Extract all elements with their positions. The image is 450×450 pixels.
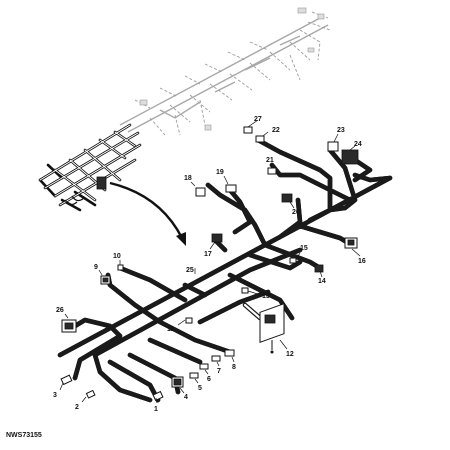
callout-6: 6	[207, 376, 211, 383]
callout-20: 20	[292, 209, 300, 216]
callout-24: 24	[354, 141, 362, 148]
connector-23	[327, 141, 339, 152]
connector-11	[185, 317, 193, 324]
connector-18	[195, 187, 206, 197]
callout-5: 5	[198, 385, 202, 392]
callout-9: 9	[94, 264, 98, 271]
connector-24	[341, 149, 359, 165]
callout-16: 16	[358, 258, 366, 265]
connector-10	[117, 264, 124, 271]
connector-7	[211, 355, 221, 362]
connectors	[60, 126, 359, 402]
callout-13: 13	[262, 293, 270, 300]
callout-7: 7	[217, 368, 221, 375]
callout-22: 22	[272, 127, 280, 134]
connector-5	[189, 372, 199, 379]
connector-22	[255, 135, 265, 143]
callout-12: 12	[286, 351, 294, 358]
harness-thumbnail	[38, 123, 142, 212]
connector-14	[314, 264, 324, 273]
callout-14: 14	[318, 278, 326, 285]
callout-4: 4	[184, 394, 188, 401]
callout-10: 10	[113, 253, 121, 260]
callout-18: 18	[184, 175, 192, 182]
connector-27	[243, 126, 253, 134]
callout-19: 19	[216, 169, 224, 176]
connector-2	[85, 389, 96, 399]
callout-11: 11	[167, 326, 175, 333]
connector-17	[211, 233, 223, 243]
connector-21	[267, 167, 277, 175]
callout-17: 17	[204, 251, 212, 258]
ghost-harness-outline	[119, 7, 331, 136]
callout-26: 26	[56, 307, 64, 314]
connector-3	[60, 374, 73, 386]
callout-3: 3	[53, 392, 57, 399]
connector-19	[225, 184, 237, 193]
zoom-arrow	[109, 181, 186, 246]
callout-15: 15	[300, 245, 308, 252]
connector-1	[152, 390, 164, 402]
callout-25: 25	[186, 267, 194, 274]
main-harness	[57, 137, 393, 403]
callout-8: 8	[232, 364, 236, 371]
callout-23: 23	[337, 127, 345, 134]
callout-21: 21	[266, 157, 274, 164]
leader-lines	[59, 119, 361, 404]
connector-8	[224, 349, 235, 357]
callout-27: 27	[254, 116, 262, 123]
callout-labels: 1 2 3 4 5 6 7 8 9 10 11 12 13 14 15 16 1…	[53, 116, 366, 413]
connector-12	[259, 302, 285, 354]
connector-15	[289, 257, 297, 264]
callout-2: 2	[75, 404, 79, 411]
connector-13	[241, 287, 249, 294]
connector-6	[199, 363, 209, 370]
callout-1: 1	[154, 406, 158, 413]
connector-20	[281, 193, 293, 203]
figure-id: NWS73155	[6, 432, 42, 439]
